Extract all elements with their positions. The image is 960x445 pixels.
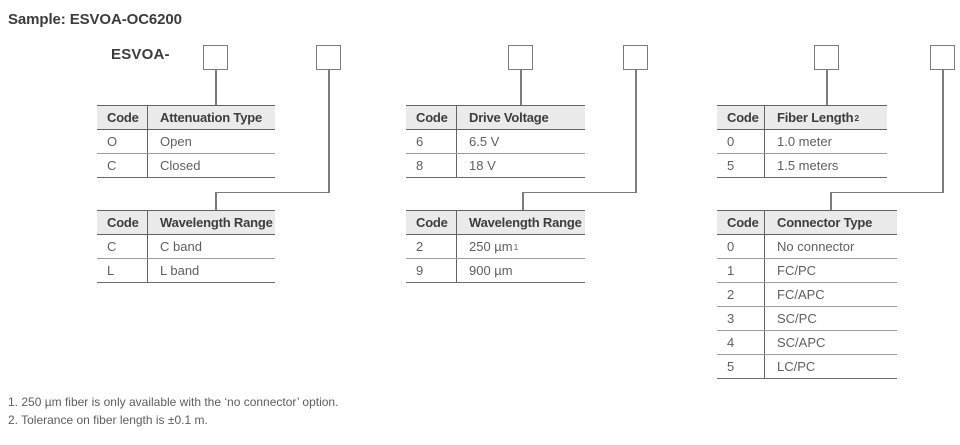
- table-connector-type: Code Connector Type 0 No connector 1 FC/…: [717, 210, 897, 379]
- code-cell: 6: [406, 130, 457, 153]
- code-cell: O: [97, 130, 148, 153]
- table-row: 5 LC/PC: [717, 355, 897, 379]
- value-cell: FC/APC: [777, 287, 825, 302]
- code-header-cell: Code: [97, 211, 148, 234]
- value-cell: C band: [160, 239, 202, 254]
- value-cell: L band: [160, 263, 200, 278]
- digit-box-5: [814, 45, 839, 70]
- table-row: 1 FC/PC: [717, 259, 897, 283]
- code-cell: 8: [406, 154, 457, 177]
- code-cell: 0: [717, 130, 765, 153]
- table-row: 5 1.5 meters: [717, 154, 887, 178]
- digit-box-2: [316, 45, 341, 70]
- value-text: 250 µm: [469, 239, 513, 254]
- value-cell: 900 µm: [469, 263, 513, 278]
- code-cell: 5: [717, 355, 765, 378]
- code-header-cell: Code: [97, 106, 148, 129]
- value-cell: FC/PC: [777, 263, 816, 278]
- connector-line-box2-stub: [215, 191, 217, 211]
- digit-box-4: [623, 45, 648, 70]
- code-cell: 3: [717, 307, 765, 330]
- digit-box-1: [203, 45, 228, 70]
- table-row: L L band: [97, 259, 275, 283]
- table-header-row: Code Wavelength Range: [406, 210, 585, 235]
- code-cell: L: [97, 259, 148, 282]
- table-row: 3 SC/PC: [717, 307, 897, 331]
- table-row: 0 1.0 meter: [717, 130, 887, 154]
- table-row: 4 SC/APC: [717, 331, 897, 355]
- table-header-row: Code Attenuation Type: [97, 105, 275, 130]
- digit-box-3: [508, 45, 533, 70]
- connector-line-box2-drop: [328, 70, 330, 193]
- footnote-2: 2. Tolerance on fiber length is ±0.1 m.: [8, 413, 208, 427]
- connector-line-box5: [826, 70, 828, 106]
- type-header-cell: Drive Voltage: [469, 110, 549, 125]
- code-cell: 2: [406, 235, 457, 258]
- value-cell: Closed: [160, 158, 201, 173]
- table-row: C C band: [97, 235, 275, 259]
- value-cell: SC/PC: [777, 311, 817, 326]
- value-cell: 1.5 meters: [777, 158, 839, 173]
- connector-line-box3: [520, 70, 522, 106]
- value-cell: No connector: [777, 239, 855, 254]
- code-cell: 0: [717, 235, 765, 258]
- value-cell: LC/PC: [777, 359, 816, 374]
- table-header-row: Code Connector Type: [717, 210, 897, 235]
- digit-box-6: [930, 45, 955, 70]
- code-header-cell: Code: [717, 211, 765, 234]
- table-wavelength-range-band: Code Wavelength Range C C band L L band: [97, 210, 275, 283]
- table-drive-voltage: Code Drive Voltage 6 6.5 V 8 18 V: [406, 105, 585, 178]
- type-header-cell: Connector Type: [777, 215, 873, 230]
- type-header-cell: Attenuation Type: [160, 110, 262, 125]
- code-cell: 2: [717, 283, 765, 306]
- table-row: 6 6.5 V: [406, 130, 585, 154]
- code-cell: C: [97, 235, 148, 258]
- connector-line-box6-stub: [830, 191, 832, 211]
- code-cell: 4: [717, 331, 765, 354]
- code-header-cell: Code: [406, 106, 457, 129]
- connector-line-box4-stub: [522, 191, 524, 211]
- connector-line-box2-elbow: [215, 191, 330, 193]
- model-prefix: ESVOA-: [111, 46, 170, 63]
- type-header-cell: Wavelength Range: [469, 215, 582, 230]
- code-header-cell: Code: [717, 106, 765, 129]
- table-row: C Closed: [97, 154, 275, 178]
- code-cell: C: [97, 154, 148, 177]
- table-row: 9 900 µm: [406, 259, 585, 283]
- value-cell: 6.5 V: [469, 134, 500, 149]
- connector-line-box6-drop: [942, 70, 944, 193]
- code-cell: 9: [406, 259, 457, 282]
- table-row: O Open: [97, 130, 275, 154]
- connector-line-box4-elbow: [522, 191, 637, 193]
- table-header-row: Code Wavelength Range: [97, 210, 275, 235]
- table-attenuation-type: Code Attenuation Type O Open C Closed: [97, 105, 275, 178]
- type-header-cell: Wavelength Range: [160, 215, 273, 230]
- value-cell: SC/APC: [777, 335, 826, 350]
- value-cell: 18 V: [469, 158, 496, 173]
- value-cell: 1.0 meter: [777, 134, 832, 149]
- connector-line-box1: [215, 70, 217, 106]
- sample-title: Sample: ESVOA-OC6200: [8, 11, 182, 28]
- code-cell: 1: [717, 259, 765, 282]
- footnote-1: 1. 250 µm fiber is only available with t…: [8, 395, 339, 409]
- code-header-cell: Code: [406, 211, 457, 234]
- type-header-label: Fiber Length: [777, 110, 854, 125]
- table-row: 2 FC/APC: [717, 283, 897, 307]
- table-header-row: Code Drive Voltage: [406, 105, 585, 130]
- code-cell: 5: [717, 154, 765, 177]
- value-cell: Open: [160, 134, 192, 149]
- connector-line-box6-elbow: [830, 191, 944, 193]
- table-row: 0 No connector: [717, 235, 897, 259]
- connector-line-box4-drop: [635, 70, 637, 193]
- table-row: 8 18 V: [406, 154, 585, 178]
